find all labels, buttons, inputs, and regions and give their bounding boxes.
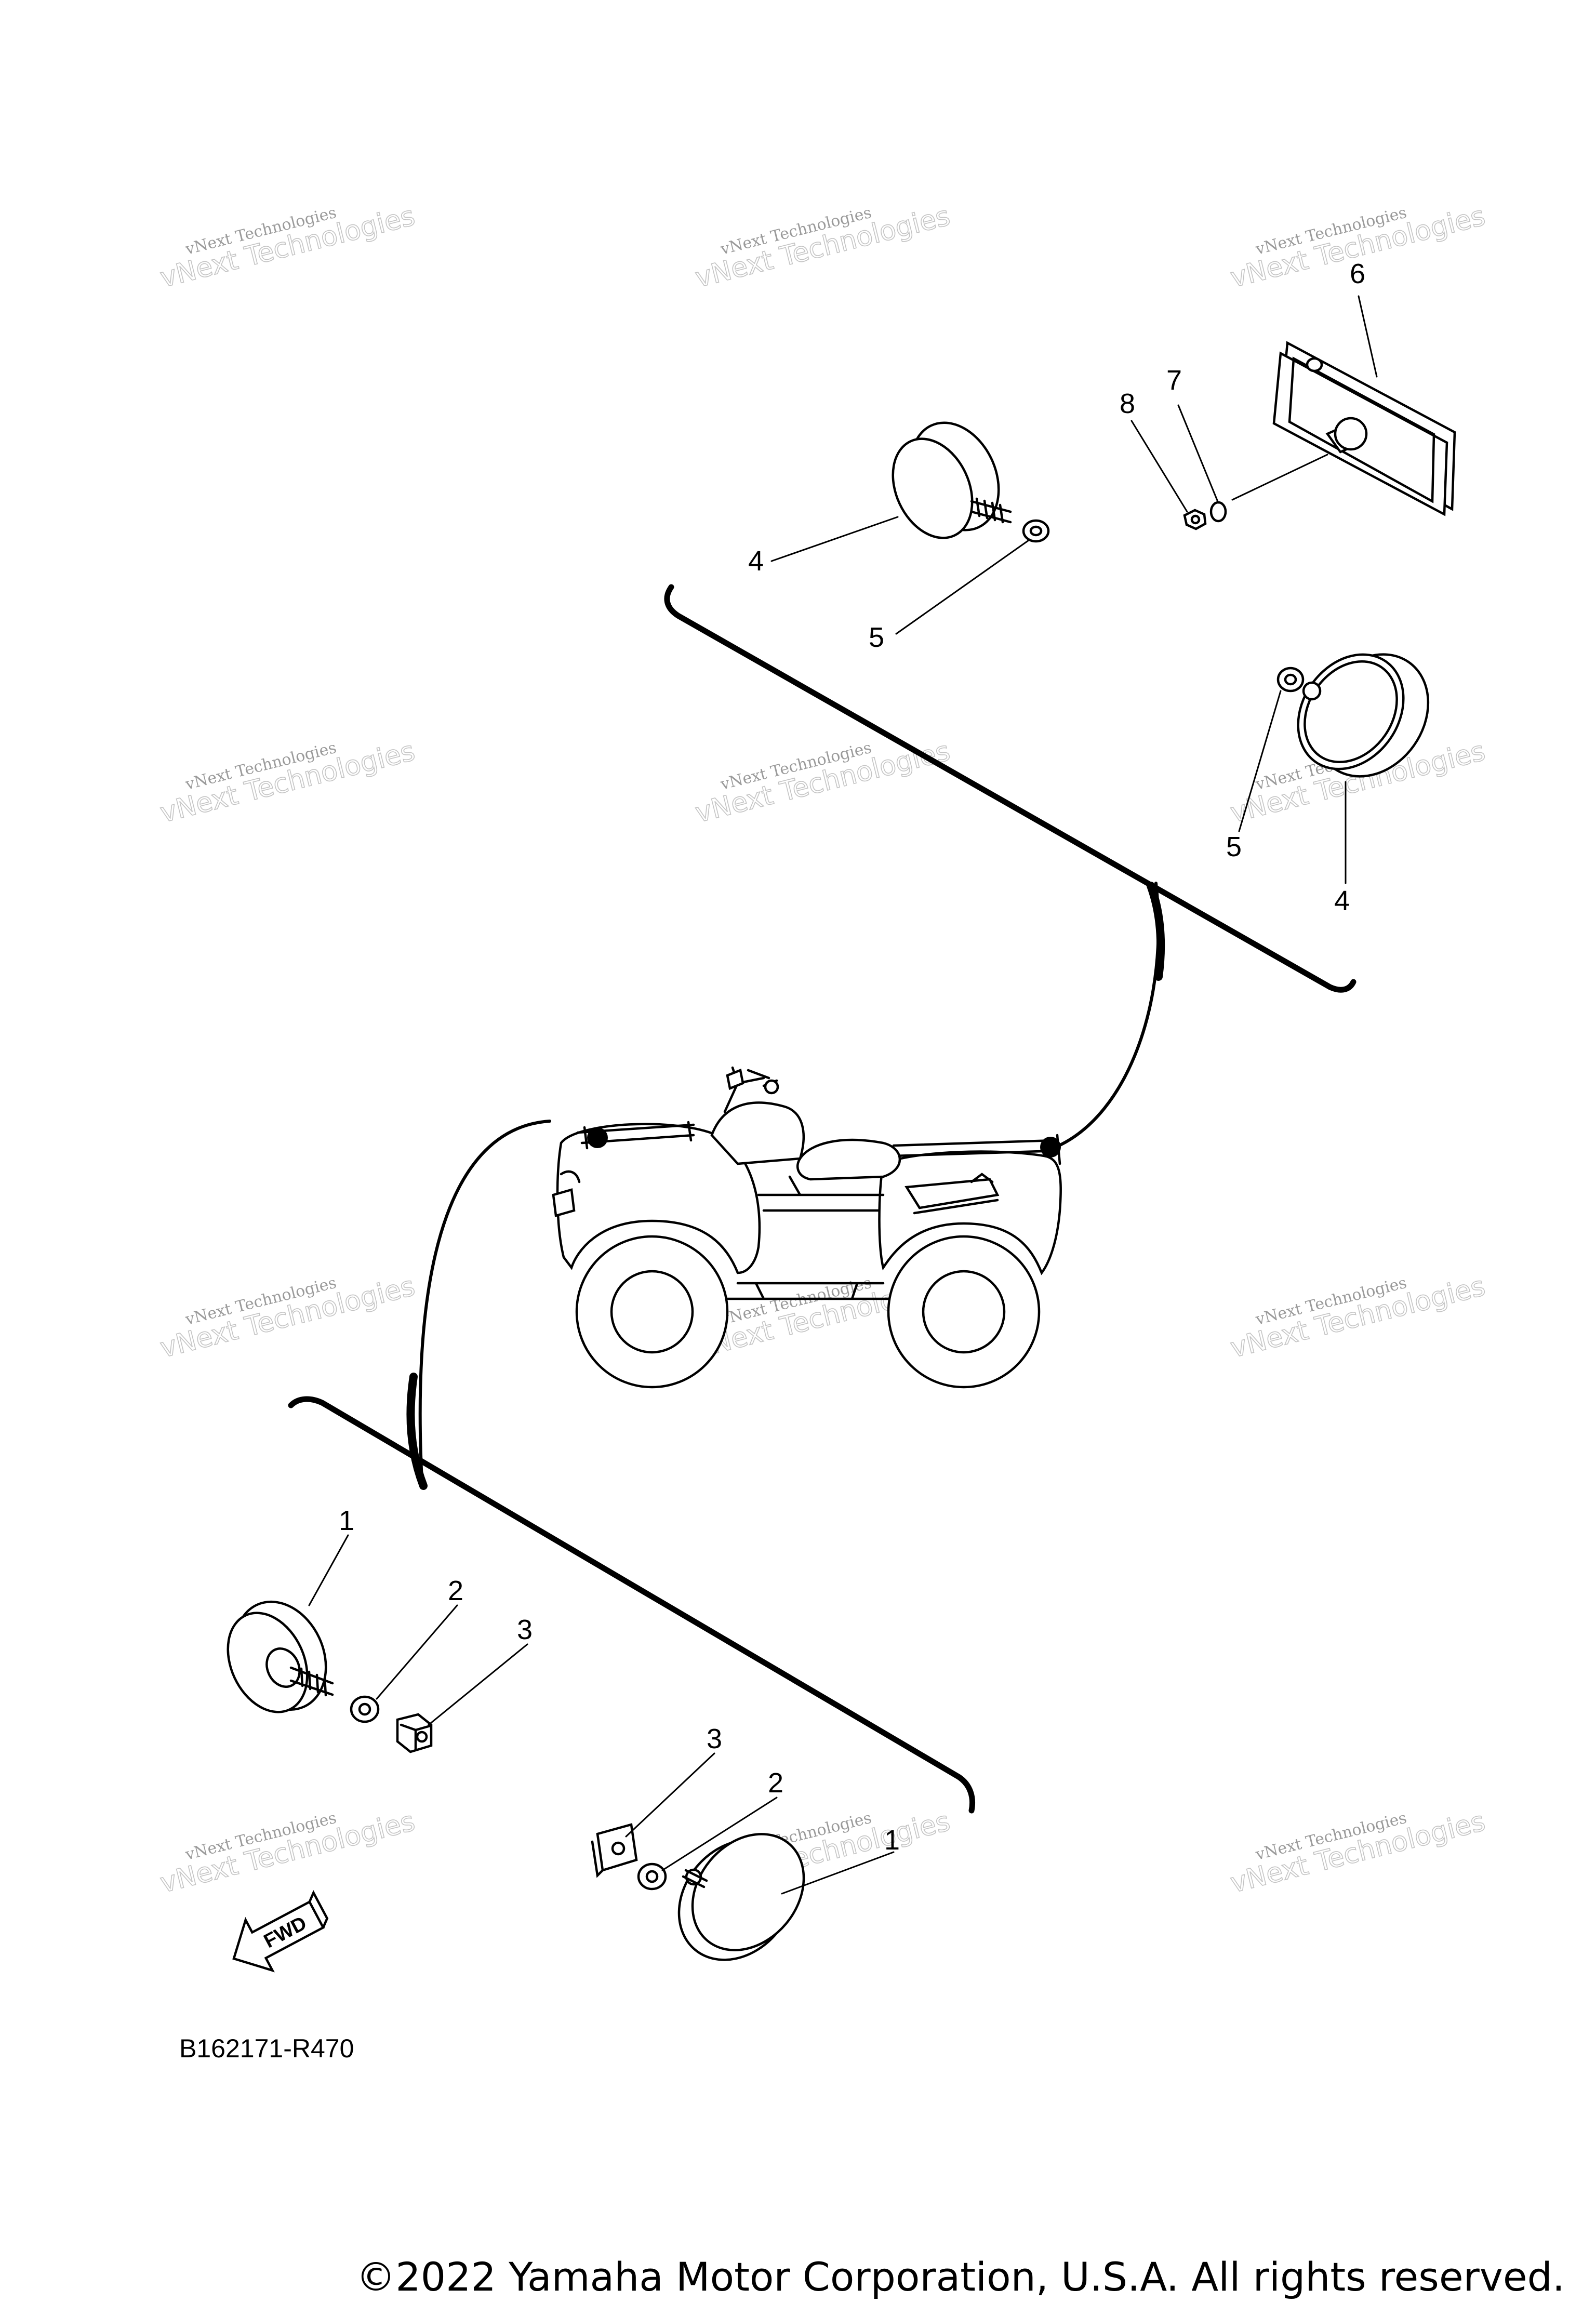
part-4-reflector-upper xyxy=(892,421,1012,539)
watermark: vNext Technologies vNext Technologies xyxy=(1227,1805,1489,1899)
callout-3: 3 xyxy=(707,1723,722,1754)
fwd-arrow-icon: FWD xyxy=(232,1890,329,1973)
part-2-washer-right xyxy=(637,1862,667,1891)
copyright-notice: ©2022 Yamaha Motor Corporation, U.S.A. A… xyxy=(356,2254,1565,2300)
rear-reflector-location xyxy=(1040,1137,1061,1158)
part-6-rectangular-reflector xyxy=(1272,341,1456,516)
diagram-reference-code: B162171-R470 xyxy=(179,2034,354,2063)
callout-1: 1 xyxy=(339,1505,354,1536)
callout-numbers: 4 5 6 7 8 5 4 1 2 3 3 2 1 xyxy=(339,258,1365,1856)
part-1-reflector-right xyxy=(677,1833,805,1961)
watermark: vNext Technologies vNext Technologies xyxy=(692,200,954,294)
watermark: vNext Technologies vNext Technologies xyxy=(1227,1270,1489,1364)
callout-2: 2 xyxy=(448,1575,463,1606)
callout-1: 1 xyxy=(884,1825,900,1856)
part-4-reflector-lower xyxy=(1297,653,1430,778)
front-reflector-location xyxy=(587,1127,608,1148)
front-bracket-line xyxy=(288,1396,976,1814)
part-5-washer-upper xyxy=(1022,519,1050,543)
leader-lines xyxy=(308,295,1378,1895)
rear-bracket-line xyxy=(664,584,1356,993)
callout-7: 7 xyxy=(1166,365,1182,396)
rear-connector-curve xyxy=(1054,882,1165,1149)
callout-5: 5 xyxy=(869,622,884,653)
part-3-clip-nut-left xyxy=(396,1713,433,1753)
part-8-nut xyxy=(1183,509,1207,530)
watermark: vNext Technologies vNext Technologies xyxy=(157,1805,419,1899)
callout-3: 3 xyxy=(517,1614,533,1645)
watermark: vNext Technologies vNext Technologies xyxy=(692,735,954,829)
watermark-grid: vNext Technologies vNext Technologies vN… xyxy=(157,200,1489,1899)
part-1-reflector-left xyxy=(227,1600,334,1713)
callout-2: 2 xyxy=(768,1767,783,1799)
watermark: vNext Technologies vNext Technologies xyxy=(157,200,419,294)
part-2-washer-left xyxy=(350,1695,380,1723)
watermark: vNext Technologies vNext Technologies xyxy=(157,1270,419,1364)
callout-6: 6 xyxy=(1350,258,1365,289)
callout-4: 4 xyxy=(748,546,764,577)
watermark: vNext Technologies vNext Technologies xyxy=(157,735,419,829)
part-7-lock-washer xyxy=(1209,501,1227,523)
callout-8: 8 xyxy=(1120,388,1135,419)
callout-4: 4 xyxy=(1334,885,1350,916)
atv-illustration xyxy=(552,1066,1062,1389)
part-5-washer-lower xyxy=(1276,667,1305,693)
callout-5: 5 xyxy=(1226,831,1242,862)
front-connector-curve xyxy=(406,1120,551,1490)
